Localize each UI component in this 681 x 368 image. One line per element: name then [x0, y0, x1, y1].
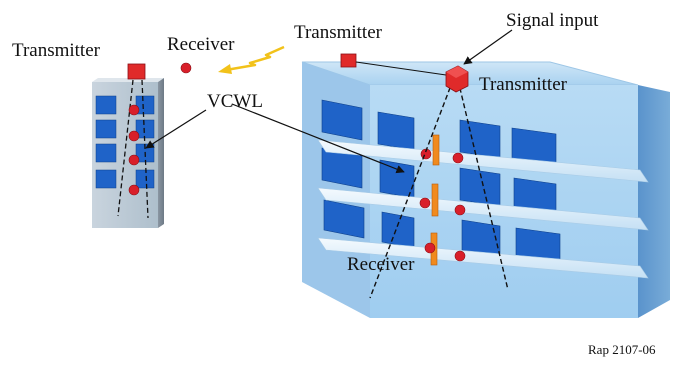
- small-building-receivers: [128, 104, 140, 196]
- rooftop-transmitter-1: [340, 53, 357, 68]
- figure-code: Rap 2107-06: [588, 342, 656, 357]
- receiver-icon: [128, 154, 140, 166]
- small-building-roof: [92, 78, 164, 82]
- large-building-ledges: [317, 139, 649, 279]
- receiver-icon: [128, 130, 140, 142]
- large-building: [301, 53, 670, 318]
- label-transmitter-left: Transmitter: [12, 40, 100, 61]
- large-building-side-face: [638, 85, 670, 318]
- receiver-icon: [128, 184, 140, 196]
- small-building-windows: [95, 95, 155, 189]
- receiver-icon: [128, 104, 140, 116]
- small-building-vcwl-lines: [117, 79, 149, 219]
- label-transmitter-right: Transmitter: [479, 74, 567, 95]
- transmitter-icon: [127, 63, 146, 80]
- receiver-icon: [424, 242, 436, 254]
- receiver-icon: [452, 152, 464, 164]
- small-building-side-face: [158, 78, 164, 228]
- rooftop-transmitter-2: [445, 65, 469, 93]
- label-receiver-top: Receiver: [167, 34, 235, 55]
- receiver-icon: [419, 197, 431, 209]
- pointer-arrows: [145, 29, 513, 174]
- receiver-icon: [454, 204, 466, 216]
- large-building-receivers: [419, 148, 466, 262]
- large-building-vcwl-lines: [369, 79, 509, 299]
- label-receiver-bottom: Receiver: [347, 254, 415, 275]
- receiver-icon: [454, 250, 466, 262]
- transmitter-icon: [340, 53, 357, 68]
- arrow-icon: [145, 109, 207, 149]
- label-signal-input: Signal input: [506, 10, 599, 31]
- label-transmitter-top: Transmitter: [294, 22, 382, 43]
- arrow-icon: [463, 29, 513, 65]
- rooftop-link-line: [355, 61, 447, 76]
- label-vcwl: VCWL: [207, 91, 263, 112]
- large-building-windows: [321, 99, 561, 265]
- receiver-icon: [180, 62, 192, 74]
- small-building: [92, 62, 192, 228]
- wireless-signal-icon: [218, 45, 285, 74]
- arrow-icon: [231, 103, 405, 174]
